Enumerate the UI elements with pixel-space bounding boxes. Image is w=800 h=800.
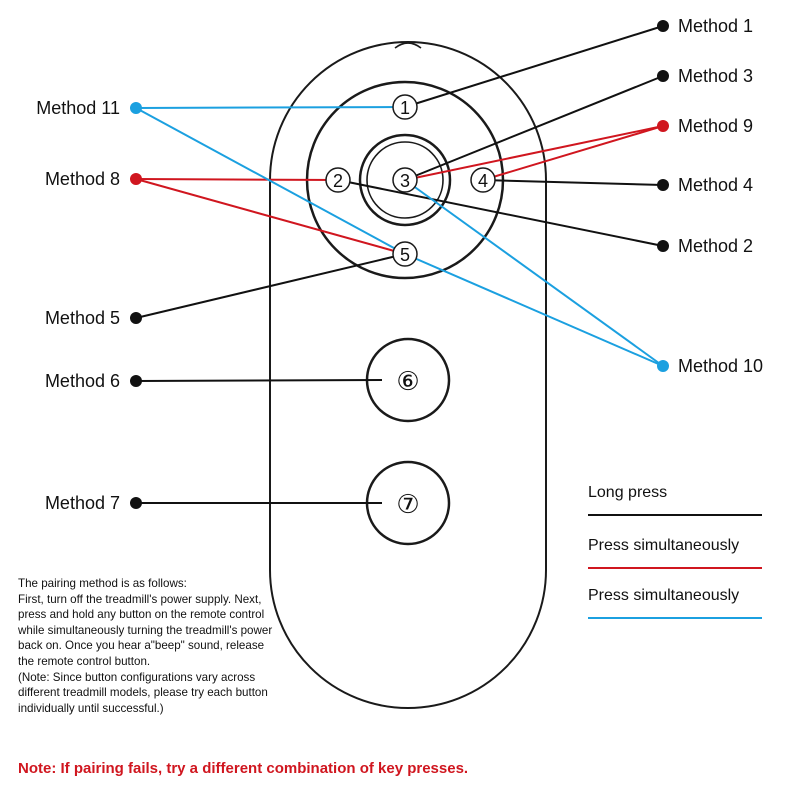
legend-label-2: Press simultaneously xyxy=(588,537,739,554)
legend-label-3: Press simultaneously xyxy=(588,587,739,604)
method-4-label: Method 4 xyxy=(678,175,753,195)
button-4-marker xyxy=(470,167,496,193)
button-3-marker xyxy=(392,167,418,193)
method-5-dot xyxy=(130,312,142,324)
button-5-marker xyxy=(392,241,418,267)
method-11-dot xyxy=(130,102,142,114)
legend-label-1: Long press xyxy=(588,484,667,501)
method-3-label: Method 3 xyxy=(678,66,753,86)
method-11-label: Method 11 xyxy=(36,98,120,118)
method-2-dot xyxy=(657,240,669,252)
connector-line-11-2 xyxy=(135,107,406,255)
connector-line-5-1 xyxy=(135,253,406,319)
button-3-label: 3 xyxy=(400,171,410,191)
method-4-dot xyxy=(657,179,669,191)
method-labels: Method 1 Method 2 Method 3 Method 4 Method 5… xyxy=(36,16,763,513)
remote-top-notch xyxy=(394,42,422,49)
connector-line-10-2 xyxy=(404,253,664,367)
method-7-dot xyxy=(130,497,142,509)
connector-line-1-1 xyxy=(404,25,664,108)
button-markers: 1 2 3 4 5 ⑥ ⑦ xyxy=(325,94,496,519)
method-10-label: Method 10 xyxy=(678,356,763,376)
instructions-line-2: First, turn off the treadmill's power su… xyxy=(18,592,273,668)
method-9-dot xyxy=(657,120,669,132)
button-1-label: 1 xyxy=(400,98,410,118)
method-1-dot xyxy=(657,20,669,32)
method-1-label: Method 1 xyxy=(678,16,753,36)
connector-line-4-1 xyxy=(482,179,664,186)
instructions-line-1: The pairing method is as follows: xyxy=(18,577,187,590)
instructions-line-3: (Note: Since button configurations vary … xyxy=(18,670,268,715)
connector-line-8-2 xyxy=(135,178,406,255)
center-button-inner xyxy=(366,141,444,219)
button-7-label: ⑦ xyxy=(396,489,419,519)
pairing-instructions: The pairing method is as follows: First,… xyxy=(18,576,280,716)
center-button-outer xyxy=(358,133,452,227)
button-5-label: 5 xyxy=(400,245,410,265)
method-8-label: Method 8 xyxy=(45,169,120,189)
connector-line-11-1 xyxy=(135,106,406,109)
button-1-marker xyxy=(392,94,418,120)
method-8-dot xyxy=(130,173,142,185)
connector-line-9-2 xyxy=(482,125,664,181)
footer-note: Note: If pairing fails, try a different … xyxy=(18,760,469,777)
method-6-label: Method 6 xyxy=(45,371,120,391)
method-10-dot xyxy=(657,360,669,372)
button-6-label: ⑥ xyxy=(396,366,419,396)
method-6-dot xyxy=(130,375,142,387)
remote-body xyxy=(269,41,547,709)
connector-line-8-1 xyxy=(135,178,339,181)
button-4-label: 4 xyxy=(478,171,488,191)
method-9-label: Method 9 xyxy=(678,116,753,136)
connector-line-3-1 xyxy=(404,75,664,181)
method-2-label: Method 2 xyxy=(678,236,753,256)
connector-line-6-1 xyxy=(135,379,383,382)
button-2-label: 2 xyxy=(333,171,343,191)
method-3-dot xyxy=(657,70,669,82)
connector-line-10-1 xyxy=(404,179,664,367)
method-5-label: Method 5 xyxy=(45,308,120,328)
connector-line-9-1 xyxy=(404,125,664,181)
connector-line-2-1 xyxy=(337,179,664,247)
connector-lines xyxy=(135,25,664,504)
method-7-label: Method 7 xyxy=(45,493,120,513)
button-2-marker xyxy=(325,167,351,193)
